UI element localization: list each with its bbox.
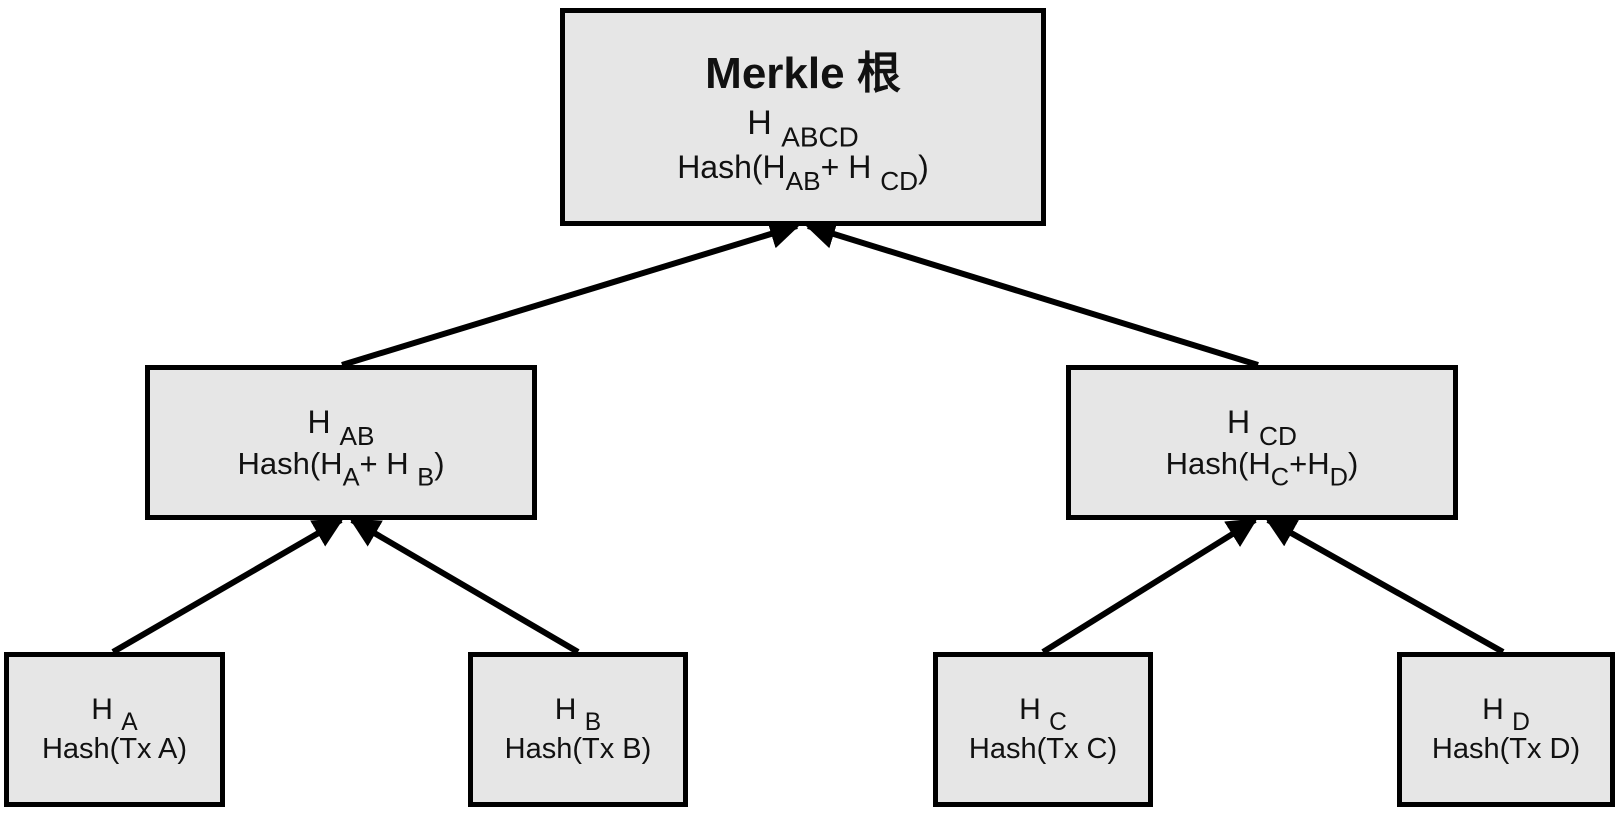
edge-ha-to-hab — [111, 517, 344, 655]
leaf-c-name: H C — [1019, 692, 1067, 735]
merkle-root-node: Merkle 根 H ABCD Hash(HAB+ H CD) — [560, 8, 1046, 226]
leaf-b-name-base: H — [554, 693, 577, 727]
root-hash-name: H ABCD — [747, 103, 858, 151]
root-formula-mid: + H — [820, 148, 872, 185]
hash-ab-formula: Hash(HA+ H B) — [237, 445, 445, 490]
hash-ab-name: H AB — [307, 403, 375, 449]
hash-node-ab: H AB Hash(HA+ H B) — [145, 365, 537, 520]
root-hash-name-base: H — [747, 103, 772, 142]
hash-cd-name-base: H — [1227, 403, 1251, 440]
hash-cd-formula-sub2: D — [1329, 463, 1348, 492]
leaf-c-name-base: H — [1019, 693, 1041, 727]
leaf-d-name-sub: D — [1512, 709, 1530, 737]
leaf-node-a: H A Hash(Tx A) — [4, 652, 225, 807]
edge-hab-to-root — [341, 219, 800, 368]
merkle-root-title-latin: Merkle — [705, 49, 845, 98]
root-hash-name-sub: ABCD — [781, 121, 859, 153]
merkle-root-title-cjk: 根 — [856, 48, 901, 99]
hash-ab-formula-prefix: Hash(H — [237, 446, 343, 482]
hash-cd-name: H CD — [1227, 403, 1297, 449]
hash-ab-formula-sub1: A — [342, 463, 360, 492]
root-hash-formula: Hash(HAB+ H CD) — [677, 148, 929, 194]
hash-ab-name-sub: AB — [339, 420, 375, 451]
hash-ab-name-base: H — [307, 403, 331, 440]
edge-hd-to-hcd — [1265, 517, 1505, 655]
leaf-c-name-sub: C — [1049, 709, 1067, 737]
hash-cd-name-sub: CD — [1259, 420, 1297, 451]
root-formula-prefix: Hash(H — [677, 148, 786, 185]
hash-ab-formula-sub2: B — [417, 463, 435, 492]
leaf-node-b: H B Hash(Tx B) — [468, 652, 688, 807]
root-formula-sub1: AB — [785, 165, 821, 196]
hash-node-cd: H CD Hash(HC+HD) — [1066, 365, 1458, 520]
leaf-node-d: H D Hash(Tx D) — [1397, 652, 1615, 807]
root-formula-sub2: CD — [880, 165, 919, 196]
hash-cd-formula-suffix: ) — [1347, 446, 1359, 482]
leaf-a-name: H A — [91, 692, 137, 735]
edge-hb-to-hab — [349, 517, 580, 655]
leaf-node-c: H C Hash(Tx C) — [933, 652, 1153, 807]
leaf-c-formula: Hash(Tx C) — [968, 733, 1118, 766]
hash-cd-formula: Hash(HC+HD) — [1165, 445, 1359, 490]
leaf-a-name-sub: A — [121, 709, 138, 737]
merkle-root-title: Merkle 根 — [705, 48, 901, 101]
leaf-b-formula: Hash(Tx B) — [504, 733, 652, 766]
hash-cd-formula-sub1: C — [1270, 463, 1290, 492]
leaf-d-name-base: H — [1482, 693, 1504, 727]
leaf-d-formula: Hash(Tx D) — [1431, 733, 1581, 766]
edge-hc-to-hcd — [1041, 517, 1258, 655]
hash-ab-formula-mid: + H — [359, 446, 409, 482]
hash-cd-formula-prefix: Hash(H — [1165, 446, 1271, 482]
leaf-b-name: H B — [554, 692, 601, 735]
edge-hcd-to-root — [805, 219, 1259, 368]
leaf-b-name-sub: B — [584, 709, 602, 737]
hash-cd-formula-mid: +H — [1289, 446, 1330, 482]
leaf-a-name-base: H — [91, 693, 113, 727]
leaf-d-name: H D — [1482, 692, 1530, 735]
hash-ab-formula-suffix: ) — [434, 446, 445, 482]
root-formula-suffix: ) — [918, 148, 929, 185]
leaf-a-formula: Hash(Tx A) — [41, 733, 188, 766]
